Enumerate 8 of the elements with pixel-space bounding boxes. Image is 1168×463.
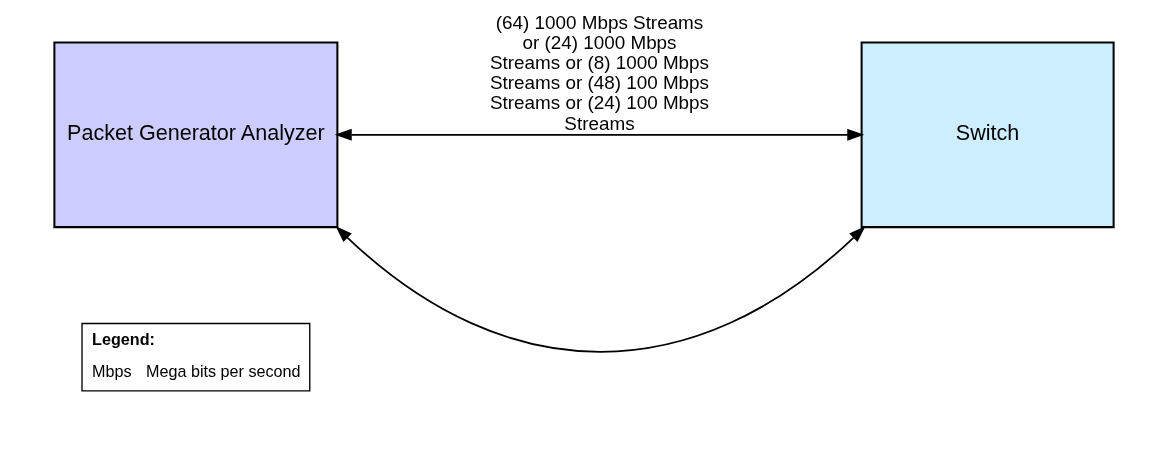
label: Mbps xyxy=(92,361,132,380)
node-box: Switch xyxy=(860,41,1115,229)
node-box: Packet Generator Analyzer xyxy=(53,41,339,229)
edge-label: (64) 1000 Mbps Streams or (24) 1000 Mbps Streams or (8) 1000 Mbps Streams or (48) 100 Mbps Streams or (24) 100 Mbps Streams xyxy=(489,11,710,134)
label: Mega bits per second xyxy=(146,361,301,380)
arrow xyxy=(335,225,866,353)
label: Legend: xyxy=(92,329,155,348)
arrow xyxy=(334,128,865,141)
